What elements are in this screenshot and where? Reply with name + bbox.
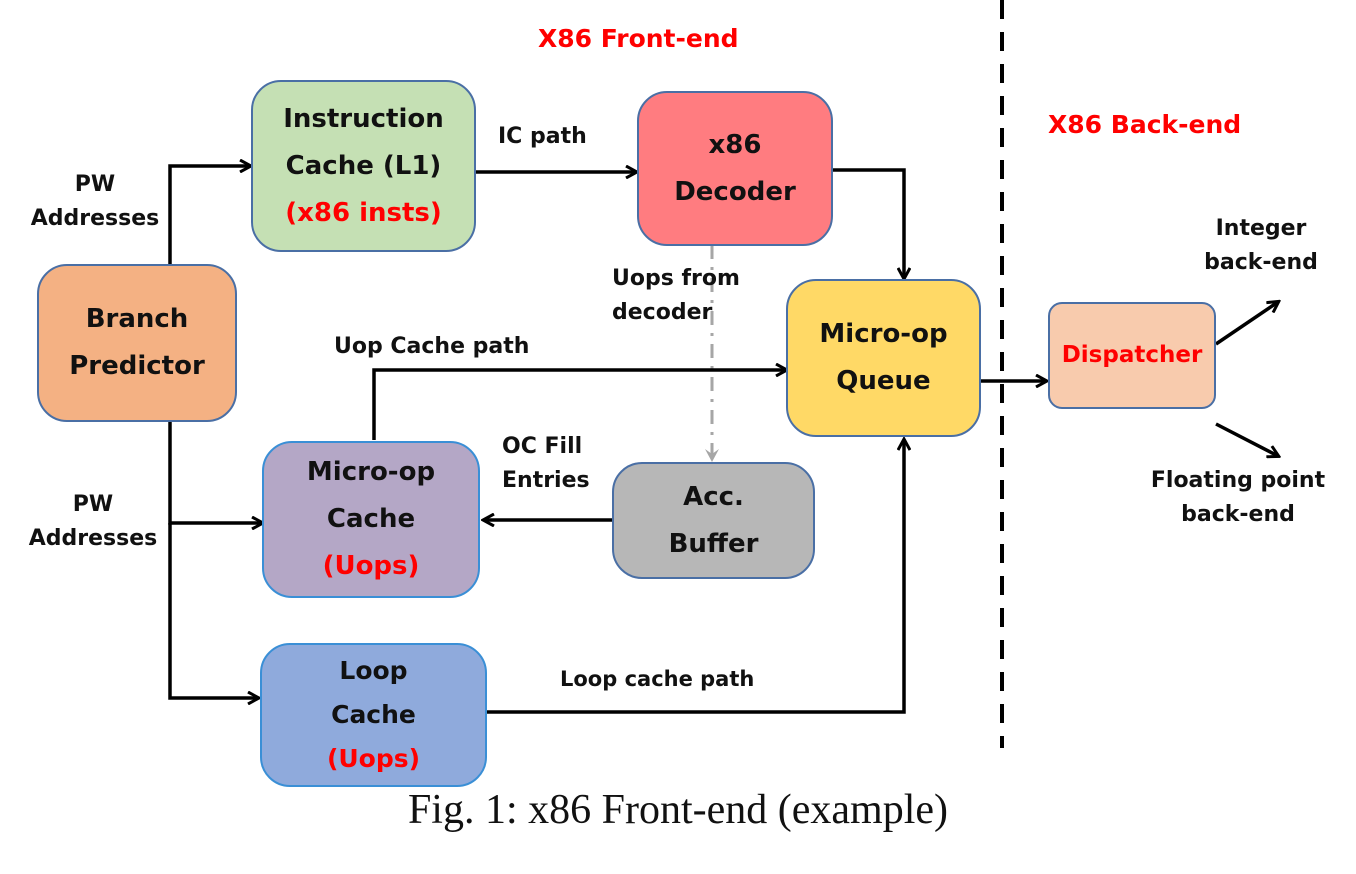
dispatcher-label: Dispatcher <box>1061 342 1203 368</box>
uop-cache-sublabel: (Uops) <box>322 551 420 581</box>
fp-backend-label: Floating point back-end <box>1128 464 1348 532</box>
branch-predictor-box: Branch Predictor <box>37 264 237 422</box>
decoder-label-line1: x86 <box>708 129 762 160</box>
backend-label: back-end <box>1181 502 1295 527</box>
arrow-loop-cache-path <box>486 440 904 714</box>
backend-title: X86 Back-end <box>1048 110 1242 139</box>
acc-buffer-box: Acc. Buffer <box>612 462 815 579</box>
arrow-to-integer-backend <box>1215 302 1278 346</box>
micro-op-queue-box: Micro-op Queue <box>786 279 981 437</box>
queue-label-line2: Queue <box>836 366 931 396</box>
arrow-uop-cache-path <box>372 370 786 440</box>
x86-decoder-box: x86 Decoder <box>637 91 833 246</box>
figure-caption: Fig. 1: x86 Front-end (example) <box>407 787 949 833</box>
branch-predictor-label-line1: Branch <box>85 304 189 334</box>
loop-cache-label-line2: Cache <box>331 700 416 729</box>
backend-label: back-end <box>1204 250 1318 275</box>
instruction-cache-sublabel: (x86 insts) <box>285 197 442 228</box>
loop-cache-box: Loop Cache (Uops) <box>260 643 487 787</box>
micro-op-cache-box: Micro-op Cache (Uops) <box>262 441 480 598</box>
decoder-label: decoder <box>612 300 713 325</box>
frontend-title: X86 Front-end <box>538 24 739 53</box>
acc-buffer-label-line2: Buffer <box>668 528 759 559</box>
integer-backend-label: Integer back-end <box>1186 212 1336 280</box>
addresses-label: Addresses <box>28 526 158 551</box>
loop-cache-sublabel: (Uops) <box>326 744 421 773</box>
dispatcher-box: Dispatcher <box>1048 302 1216 409</box>
uops-from-decoder-label: Uops from decoder <box>612 262 740 330</box>
uop-cache-label-line1: Micro-op <box>306 457 436 487</box>
entries-label: Entries <box>502 468 590 493</box>
queue-label-line1: Micro-op <box>819 319 948 349</box>
pw-addresses-top-label: PW Addresses <box>20 168 170 236</box>
uops-from-label: Uops from <box>612 266 740 291</box>
arrow-bp-to-uopcache <box>168 418 262 523</box>
uop-cache-path-label: Uop Cache path <box>334 334 530 359</box>
loop-cache-label-line1: Loop <box>339 656 408 685</box>
addresses-label: Addresses <box>30 206 160 231</box>
integer-label: Integer <box>1215 216 1307 241</box>
arrow-bp-to-loopcache <box>168 523 258 698</box>
oc-fill-entries-label: OC Fill Entries <box>502 430 590 498</box>
decoder-label-line2: Decoder <box>674 176 796 207</box>
ic-path-label: IC path <box>498 124 587 149</box>
oc-fill-label: OC Fill <box>502 434 583 459</box>
pw-label: PW <box>72 492 114 517</box>
instruction-cache-box: Instruction Cache (L1) (x86 insts) <box>251 80 476 252</box>
pw-label: PW <box>74 172 116 197</box>
uop-cache-label-line2: Cache <box>326 504 416 534</box>
arrow-to-fp-backend <box>1215 422 1278 456</box>
branch-predictor-label-line2: Predictor <box>69 351 205 381</box>
loop-cache-path-label: Loop cache path <box>560 667 755 691</box>
floating-point-label: Floating point <box>1150 468 1326 493</box>
arrow-bp-to-icache <box>168 166 250 266</box>
acc-buffer-label-line1: Acc. <box>683 481 744 512</box>
arrow-decoder-to-queue <box>832 168 904 278</box>
pw-addresses-bottom-label: PW Addresses <box>18 488 168 556</box>
instruction-cache-label-line2: Cache (L1) <box>285 150 442 181</box>
instruction-cache-label-line1: Instruction <box>283 103 444 134</box>
